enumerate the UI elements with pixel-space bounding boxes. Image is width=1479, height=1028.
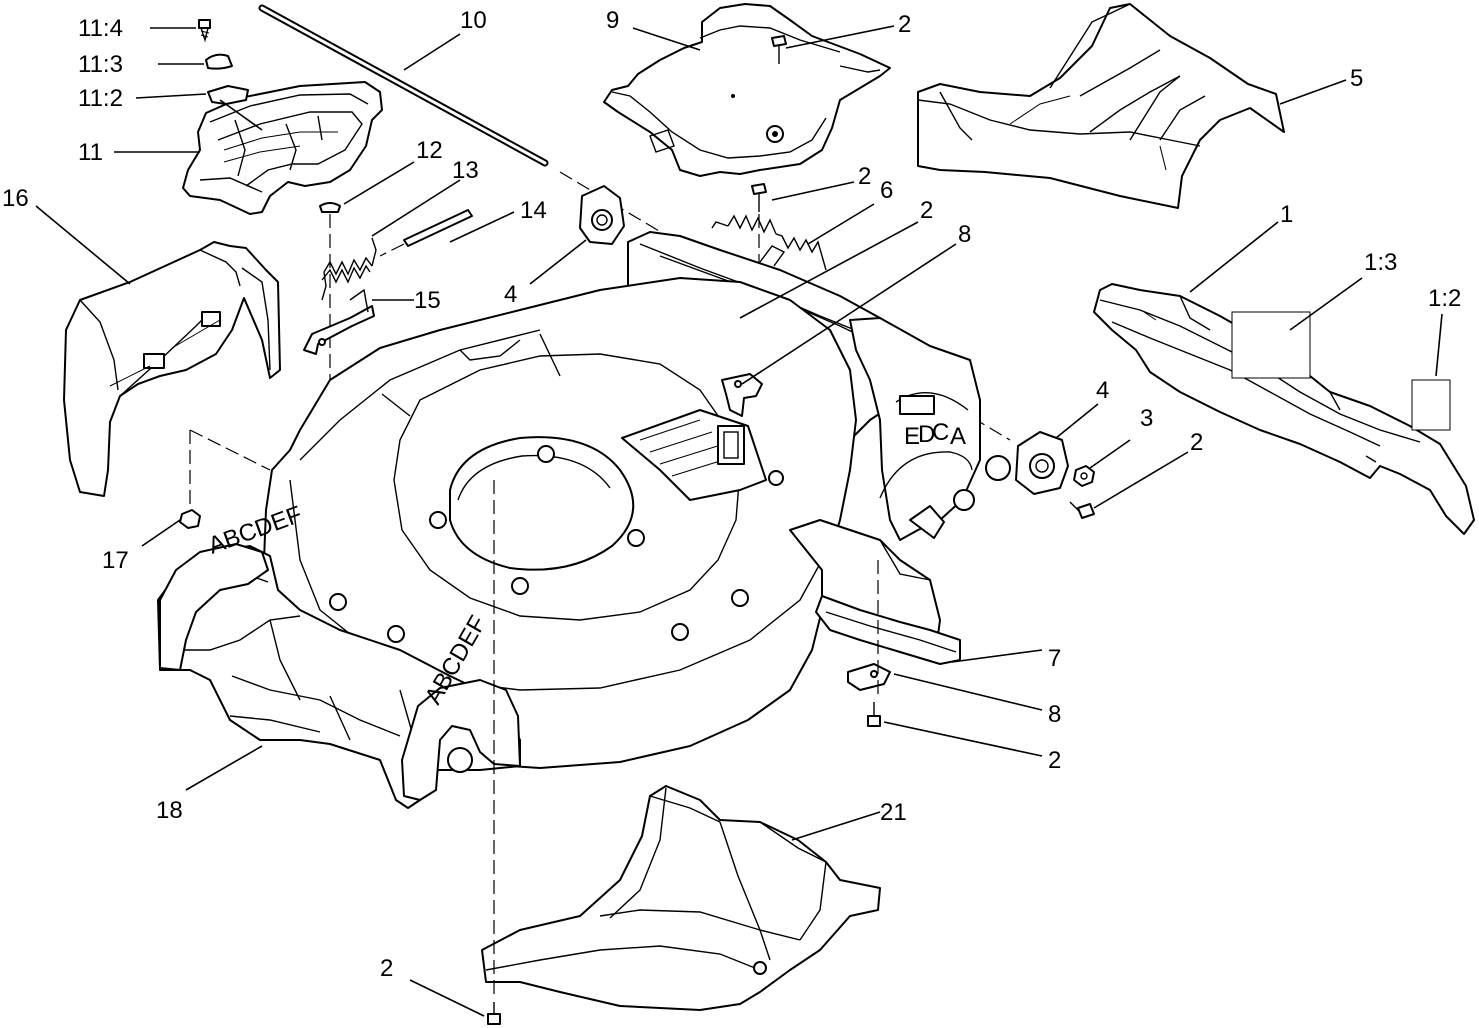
callout-11-3: 11:3 [78, 51, 123, 78]
callout-1-3: 1:3 [1364, 249, 1397, 276]
height-bracket [303, 288, 375, 355]
callout-17: 17 [102, 547, 129, 574]
rear-deflector-plate [603, 3, 891, 177]
callout-18: 18 [156, 797, 183, 824]
screw [771, 35, 787, 64]
callout-2: 2 [920, 197, 933, 224]
height-letter-c: C [932, 419, 949, 446]
callout-1: 1 [1280, 201, 1293, 228]
callout-6: 6 [880, 177, 893, 204]
callout-12: 12 [416, 137, 443, 164]
rear-flap [815, 595, 961, 665]
callout-15: 15 [414, 287, 441, 314]
torsion-spring [711, 214, 827, 271]
bearing-plate-right [1015, 431, 1069, 495]
callout-10: 10 [460, 7, 487, 34]
height-letter-e: E [904, 423, 920, 450]
callout-8: 8 [958, 221, 971, 248]
decal-large [1231, 311, 1311, 379]
callout-21: 21 [880, 799, 907, 826]
callout-1-2: 1:2 [1428, 285, 1461, 312]
mower-deck: ABCDEF ABCDEF E D C A [157, 231, 1011, 809]
callout-2: 2 [898, 11, 911, 38]
callout-16: 16 [2, 185, 29, 212]
callout-5: 5 [1350, 65, 1363, 92]
callout-2: 2 [1190, 429, 1203, 456]
callout-9: 9 [606, 7, 619, 34]
screw [198, 19, 211, 43]
clevis-pin [319, 202, 341, 400]
callout-4: 4 [1096, 377, 1109, 404]
handle-leader-line [219, 99, 263, 131]
callout-2: 2 [380, 955, 393, 982]
latch-plate [207, 85, 249, 105]
callout-2: 2 [1048, 747, 1061, 774]
callout-11: 11 [78, 139, 103, 166]
callout-4: 4 [504, 281, 517, 308]
clip-plate [717, 373, 763, 465]
side-cover [63, 241, 281, 497]
leader-lines [35, 25, 1443, 1017]
callout-11-2: 11:2 [78, 85, 123, 112]
callout-7: 7 [1048, 645, 1061, 672]
bearing-plate-left [579, 185, 625, 245]
callout-13: 13 [452, 157, 479, 184]
flange-nut [179, 429, 271, 529]
callout-8: 8 [1048, 701, 1061, 728]
clip-plate [847, 663, 891, 691]
knob [205, 53, 233, 70]
bag-chute [481, 785, 881, 1011]
discharge-chute [917, 3, 1285, 209]
callout-2: 2 [858, 163, 871, 190]
height-letter-d: D [918, 421, 935, 448]
screw [1069, 501, 1095, 519]
decal-small [1411, 379, 1451, 431]
lock-nut [1073, 465, 1095, 487]
callout-11-4: 11:4 [78, 15, 123, 42]
callout-3: 3 [1140, 405, 1153, 432]
callout-14: 14 [520, 197, 547, 224]
height-spring [321, 237, 377, 301]
screw [487, 1002, 501, 1025]
pivot-rod [379, 209, 473, 257]
height-letter-a: A [950, 423, 966, 450]
callout-labels: 11:4 11:3 11:2 11 10 9 2 5 16 12 13 14 4… [2, 7, 1461, 982]
screw [867, 702, 881, 727]
